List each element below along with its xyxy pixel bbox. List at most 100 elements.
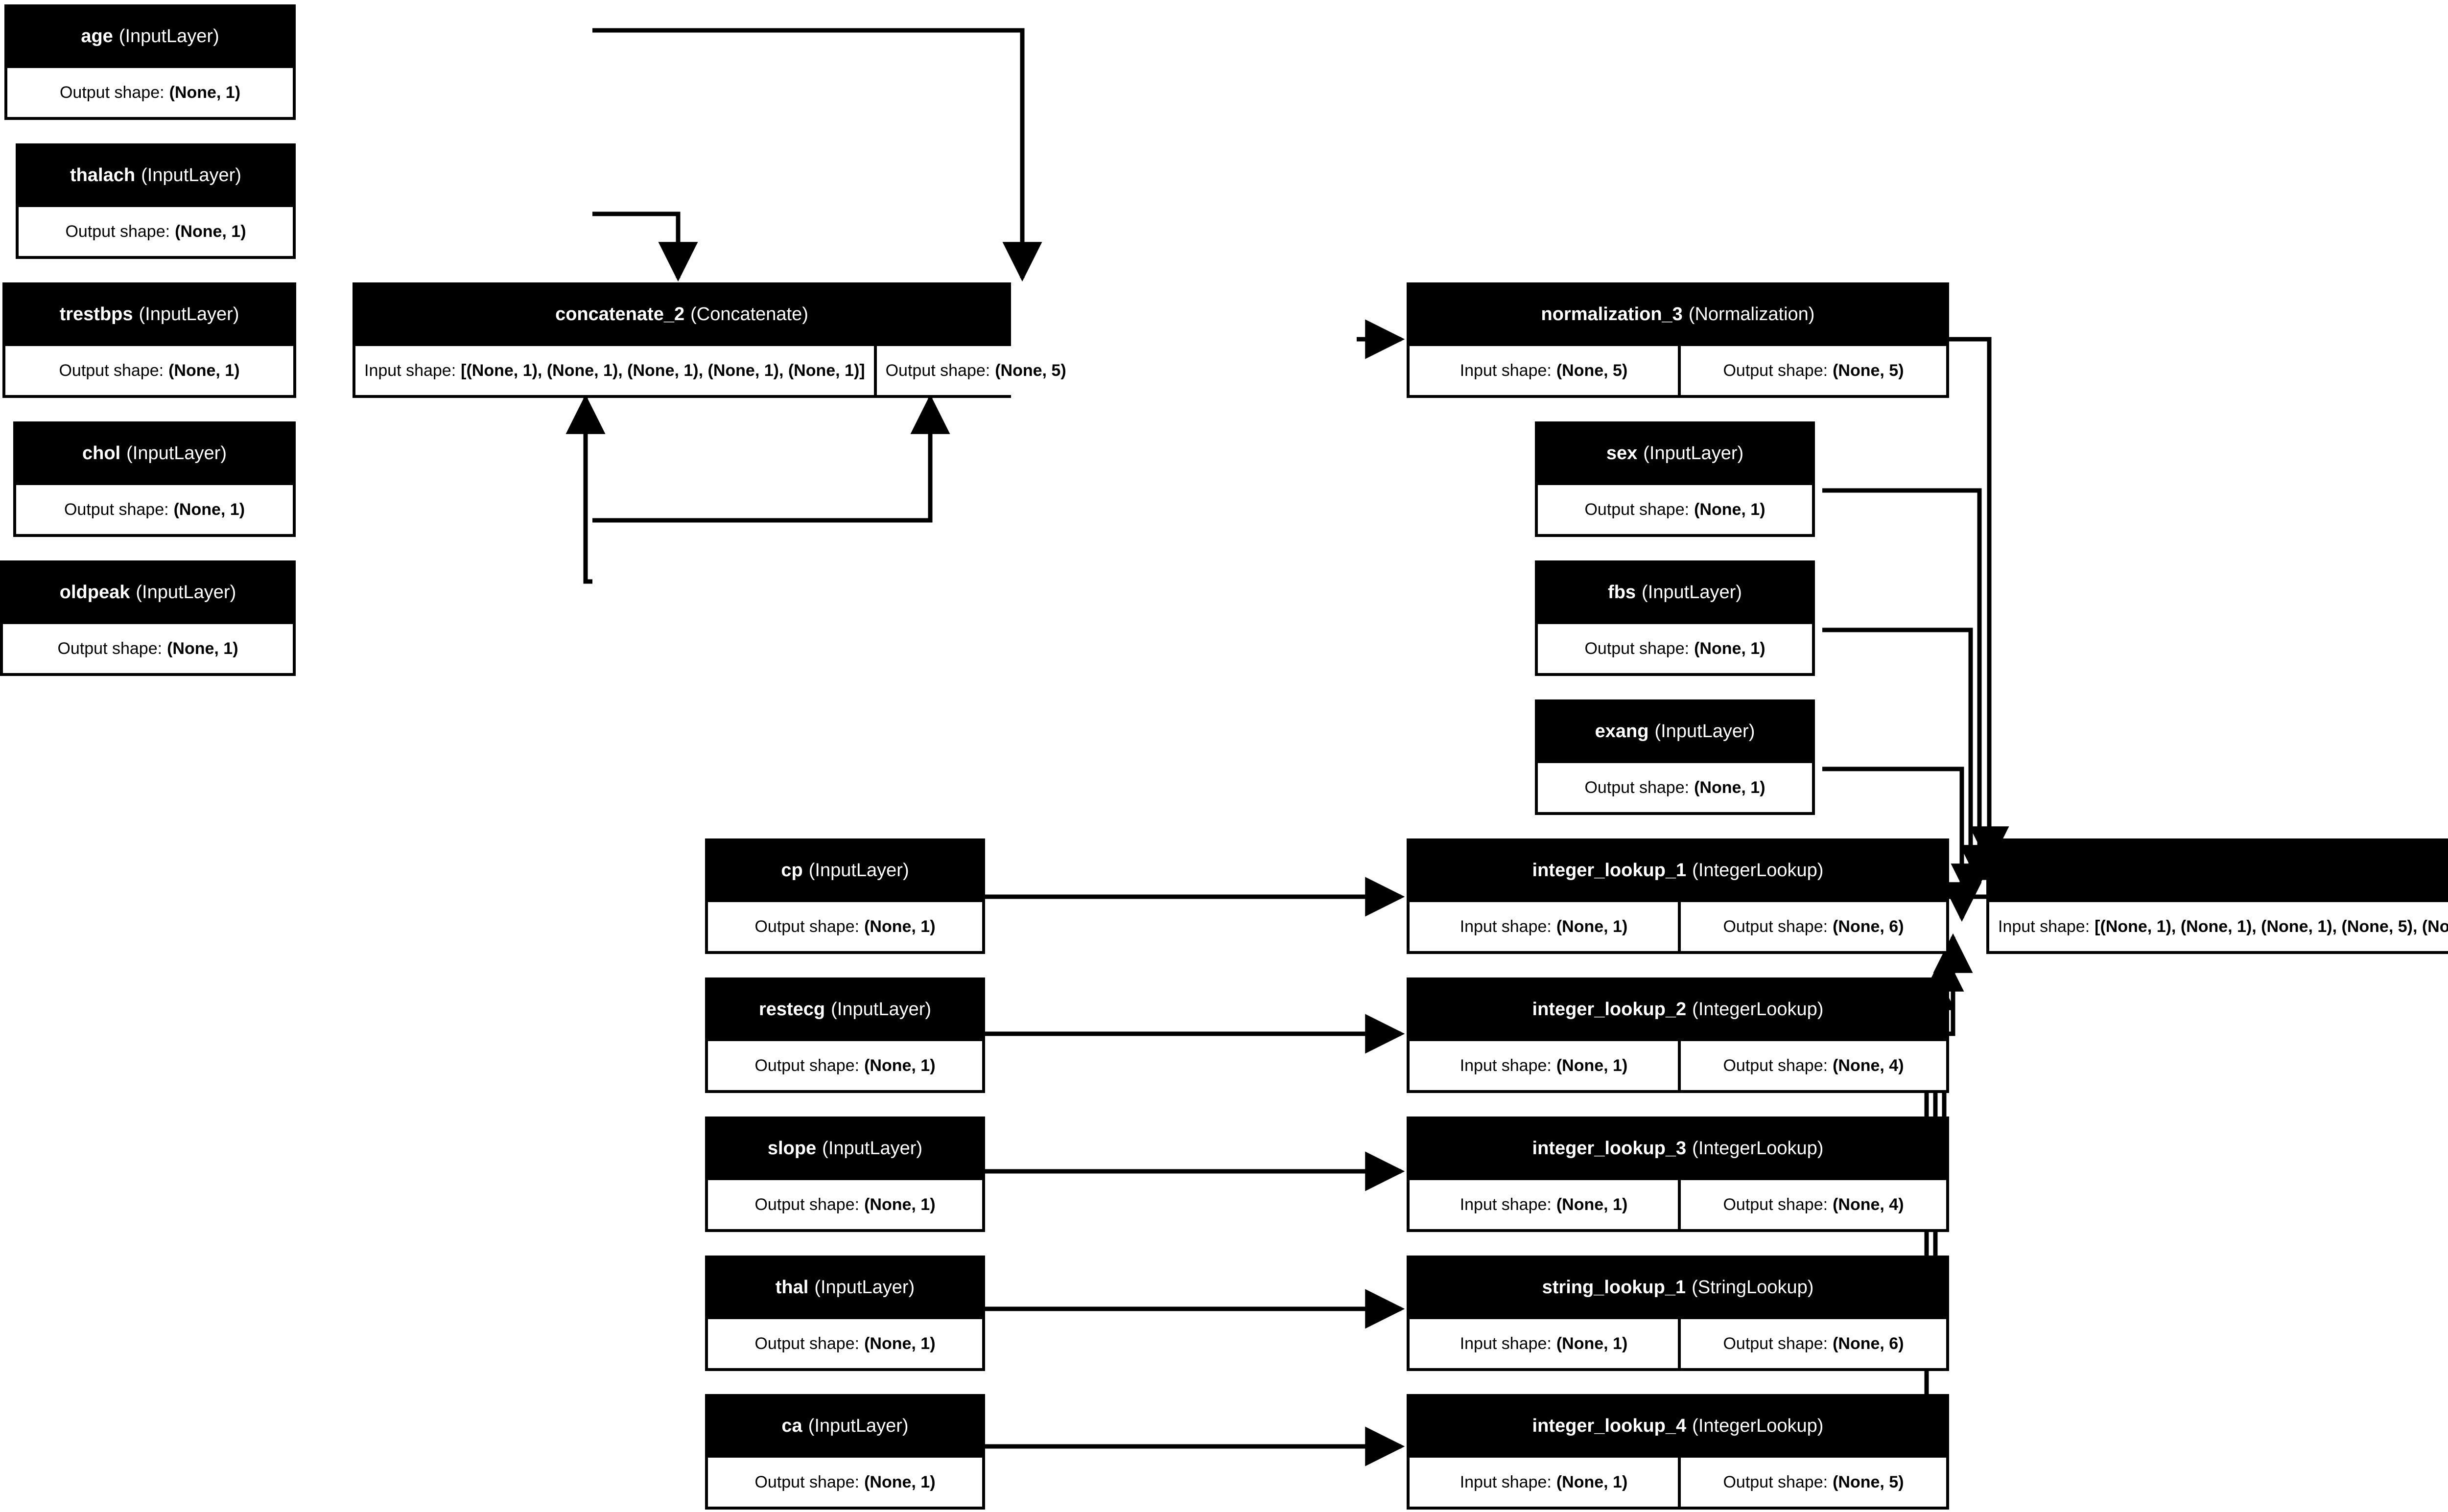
shape-label: Output shape: bbox=[1584, 778, 1690, 797]
shape-label: Output shape: bbox=[1723, 917, 1828, 936]
node-shapes-concatenate_3: Input shape:[(None, 1), (None, 1), (None… bbox=[1989, 899, 2448, 951]
node-sex[interactable]: sex(InputLayer)Output shape:(None, 1) bbox=[1535, 421, 1815, 537]
node-exang[interactable]: exang(InputLayer)Output shape:(None, 1) bbox=[1535, 699, 1815, 815]
node-normalization_3[interactable]: normalization_3(Normalization)Input shap… bbox=[1407, 282, 1949, 398]
shape-value: (None, 1) bbox=[864, 1334, 936, 1353]
shape-value: (None, 4) bbox=[1833, 1056, 1904, 1075]
node-type-thal: (InputLayer) bbox=[814, 1277, 915, 1298]
node-integer_lookup_4[interactable]: integer_lookup_4(IntegerLookup)Input sha… bbox=[1407, 1394, 1949, 1510]
node-name-age: age bbox=[81, 26, 113, 47]
node-chol[interactable]: chol(InputLayer)Output shape:(None, 1) bbox=[13, 421, 296, 537]
node-header-ca: ca(InputLayer) bbox=[708, 1397, 982, 1455]
node-name-integer_lookup_2: integer_lookup_2 bbox=[1532, 999, 1687, 1020]
edge-integerlookup2-to-concatenate3 bbox=[1933, 933, 1973, 1036]
node-type-oldpeak: (InputLayer) bbox=[136, 582, 236, 603]
node-string_lookup_1[interactable]: string_lookup_1(StringLookup)Input shape… bbox=[1407, 1256, 1949, 1371]
node-name-integer_lookup_3: integer_lookup_3 bbox=[1532, 1138, 1687, 1159]
node-header-sex: sex(InputLayer) bbox=[1538, 424, 1812, 482]
node-header-slope: slope(InputLayer) bbox=[708, 1119, 982, 1177]
node-integer_lookup_2[interactable]: integer_lookup_2(IntegerLookup)Input sha… bbox=[1407, 977, 1949, 1093]
node-thalach[interactable]: thalach(InputLayer)Output shape:(None, 1… bbox=[16, 143, 296, 259]
node-shapes-thal: Output shape:(None, 1) bbox=[708, 1316, 982, 1368]
shape-value: (None, 1) bbox=[168, 361, 240, 380]
shape-label: Output shape: bbox=[754, 917, 860, 936]
node-type-fbs: (InputLayer) bbox=[1642, 582, 1742, 603]
edge-chol-to-concatenate2 bbox=[592, 394, 950, 523]
shape-label: Output shape: bbox=[1723, 1473, 1828, 1491]
shape-cell-concatenate_2-0: Input shape: [(None, 1), (None, 1), (None… bbox=[355, 346, 874, 395]
edge-normalization3-to-concatenate3 bbox=[1949, 337, 2009, 866]
shape-cell-oldpeak-0: Output shape:(None, 1) bbox=[3, 624, 293, 673]
node-concatenate_2[interactable]: concatenate_2(Concatenate) Input shape: [(… bbox=[353, 282, 1075, 398]
node-name-oldpeak: oldpeak bbox=[59, 582, 130, 603]
shape-value: (None, 1) bbox=[1556, 1056, 1628, 1075]
shape-value: (None, 1) bbox=[175, 222, 246, 241]
node-type-concatenate_2: (Concatenate) bbox=[690, 304, 808, 325]
node-type-exang: (InputLayer) bbox=[1654, 721, 1755, 742]
shape-label: Output shape: bbox=[57, 639, 163, 658]
node-type-chol: (InputLayer) bbox=[126, 443, 227, 464]
node-fbs[interactable]: fbs(InputLayer)Output shape:(None, 1) bbox=[1535, 560, 1815, 676]
node-name-exang: exang bbox=[1595, 721, 1649, 742]
node-type-cp: (InputLayer) bbox=[808, 860, 909, 881]
node-header-exang: exang(InputLayer) bbox=[1538, 702, 1812, 760]
node-name-trestbps: trestbps bbox=[59, 304, 133, 325]
shape-cell-integer_lookup_1-0: Input shape:(None, 1) bbox=[1410, 902, 1678, 951]
shape-cell-restecg-0: Output shape:(None, 1) bbox=[708, 1041, 982, 1090]
shape-label: Input shape: bbox=[1459, 1195, 1552, 1214]
node-cp[interactable]: cp(InputLayer)Output shape:(None, 1) bbox=[705, 838, 985, 954]
node-shapes-string_lookup_1: Input shape:(None, 1)Output shape:(None,… bbox=[1410, 1316, 1946, 1368]
shape-value: (None, 1) bbox=[1694, 778, 1765, 797]
node-header-fbs: fbs (InputLayer) bbox=[1538, 563, 1812, 621]
shape-label: Output shape: bbox=[1723, 1056, 1828, 1075]
node-ca[interactable]: ca(InputLayer)Output shape:(None, 1) bbox=[705, 1394, 985, 1510]
shape-value: (None, 1) bbox=[169, 83, 241, 102]
node-header-concatenate_2: concatenate_2(Concatenate) bbox=[355, 285, 1008, 343]
shape-label: Output shape: bbox=[1723, 1334, 1828, 1353]
shape-value: (None, 1) bbox=[167, 639, 238, 658]
shape-value: (None, 1) bbox=[1694, 639, 1765, 658]
shape-cell-integer_lookup_4-0: Input shape:(None, 1) bbox=[1410, 1458, 1678, 1507]
node-integer_lookup_3[interactable]: integer_lookup_3(IntegerLookup) Input sha… bbox=[1407, 1117, 1949, 1232]
node-header-integer_lookup_2: integer_lookup_2(IntegerLookup) bbox=[1410, 980, 1946, 1038]
shape-value: (None, 5) bbox=[995, 361, 1066, 380]
node-shapes-exang: Output shape:(None, 1) bbox=[1538, 760, 1812, 812]
node-concatenate_3[interactable]: concatenate_3(Concatenate)Input shape:[(… bbox=[1986, 838, 2448, 954]
shape-cell-normalization_3-0: Input shape:(None, 5) bbox=[1410, 346, 1678, 395]
shape-cell-exang-0: Output shape:(None, 1) bbox=[1538, 763, 1812, 812]
shape-cell-thal-0: Output shape:(None, 1) bbox=[708, 1319, 982, 1368]
node-name-restecg: restecg bbox=[758, 999, 825, 1020]
node-shapes-sex: Output shape:(None, 1) bbox=[1538, 482, 1812, 534]
node-name-integer_lookup_4: integer_lookup_4 bbox=[1532, 1416, 1687, 1436]
shape-label: Input shape: bbox=[1998, 917, 2090, 936]
node-shapes-restecg: Output shape:(None, 1) bbox=[708, 1038, 982, 1090]
shape-value: (None, 1) bbox=[1556, 1195, 1628, 1214]
shape-label: Output shape: bbox=[1723, 361, 1828, 380]
node-slope[interactable]: slope(InputLayer)Output shape:(None, 1) bbox=[705, 1117, 985, 1232]
node-trestbps[interactable]: trestbps(InputLayer)Output shape:(None, … bbox=[2, 282, 296, 398]
node-oldpeak[interactable]: oldpeak (InputLayer) Output shape:(None, 1… bbox=[0, 560, 296, 676]
shape-cell-integer_lookup_3-1: Output shape:(None, 4) bbox=[1678, 1180, 1946, 1229]
shape-value: (None, 1) bbox=[864, 1056, 936, 1075]
node-name-thal: thal bbox=[775, 1277, 809, 1298]
node-shapes-oldpeak: Output shape:(None, 1) bbox=[3, 621, 293, 673]
node-name-fbs: fbs bbox=[1608, 582, 1636, 603]
node-type-thalach: (InputLayer) bbox=[141, 165, 241, 186]
node-header-normalization_3: normalization_3(Normalization) bbox=[1410, 285, 1946, 343]
edge-oldpeak-to-concatenate2 bbox=[565, 394, 606, 584]
shape-value: [(None, 1), (None, 1), (None, 1), (None,… bbox=[461, 361, 865, 380]
node-header-integer_lookup_1: integer_lookup_1(IntegerLookup) bbox=[1410, 841, 1946, 899]
node-restecg[interactable]: restecg(InputLayer)Output shape:(None, 1… bbox=[705, 977, 985, 1093]
node-integer_lookup_1[interactable]: integer_lookup_1(IntegerLookup)Input sha… bbox=[1407, 838, 1949, 954]
node-shapes-integer_lookup_4: Input shape:(None, 1) Output shape: (None,… bbox=[1410, 1455, 1946, 1507]
shape-label: Output shape: bbox=[64, 500, 169, 519]
node-thal[interactable]: thal(InputLayer) Output shape:(None, 1) bbox=[705, 1256, 985, 1371]
node-shapes-ca: Output shape:(None, 1) bbox=[708, 1455, 982, 1507]
shape-label: Input shape: bbox=[364, 361, 456, 380]
node-age[interactable]: age(InputLayer)Output shape:(None, 1) bbox=[4, 4, 296, 120]
shape-value: (None, 5) bbox=[1833, 1473, 1904, 1491]
node-header-integer_lookup_3: integer_lookup_3(IntegerLookup) bbox=[1410, 1119, 1946, 1177]
shape-label: Output shape: bbox=[885, 361, 990, 380]
node-shapes-cp: Output shape:(None, 1) bbox=[708, 899, 982, 951]
